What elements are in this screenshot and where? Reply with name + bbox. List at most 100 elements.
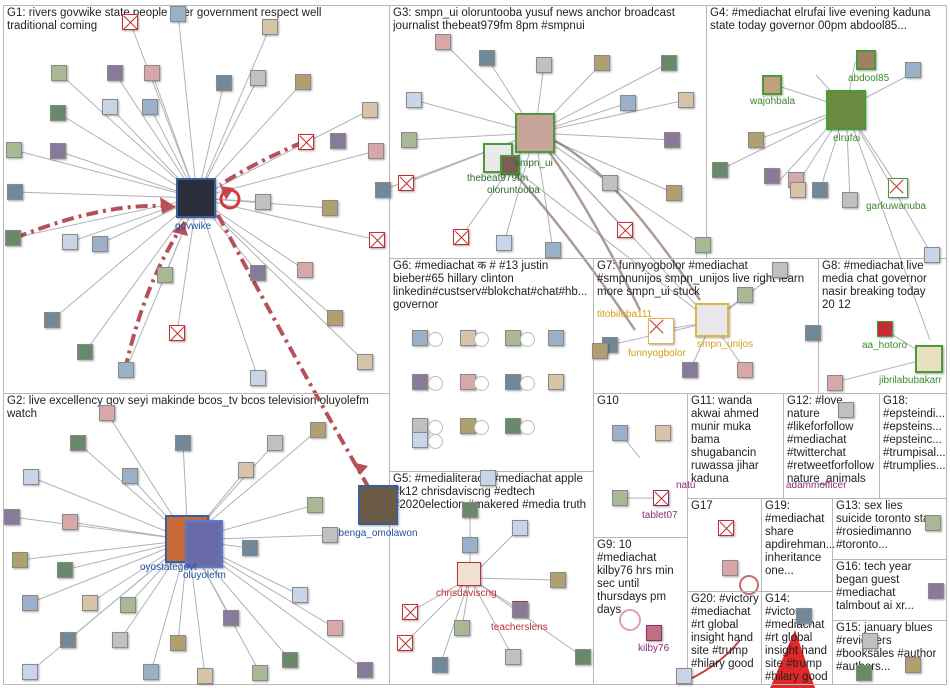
user-avatar-node[interactable] (238, 462, 254, 478)
user-avatar-node[interactable] (435, 34, 451, 50)
user-avatar-node[interactable] (664, 132, 680, 148)
user-avatar-node[interactable] (496, 235, 512, 251)
user-avatar-node[interactable] (925, 515, 941, 531)
chrisdaviscng-avatar[interactable] (457, 562, 481, 586)
user-avatar-node[interactable] (479, 50, 495, 66)
user-avatar-node[interactable] (862, 633, 878, 649)
user-avatar-node[interactable] (928, 583, 944, 599)
user-avatar-node[interactable] (50, 105, 66, 121)
abdool85-avatar[interactable] (856, 50, 876, 70)
user-avatar-node[interactable] (796, 608, 812, 624)
user-avatar-node[interactable] (722, 560, 738, 576)
user-avatar-node[interactable] (401, 132, 417, 148)
user-avatar-node[interactable] (250, 70, 266, 86)
user-avatar-node[interactable] (62, 514, 78, 530)
user-avatar-node[interactable] (676, 668, 692, 684)
user-avatar-node[interactable] (357, 354, 373, 370)
smpn-ui-avatar[interactable] (515, 113, 555, 153)
user-avatar-node[interactable] (250, 265, 266, 281)
user-avatar-node[interactable] (505, 374, 521, 390)
user-avatar-node[interactable] (60, 632, 76, 648)
wajohbala-avatar[interactable] (762, 75, 782, 95)
user-avatar-node[interactable] (118, 362, 134, 378)
user-avatar-node[interactable] (197, 668, 213, 684)
user-avatar-node[interactable] (678, 92, 694, 108)
jibril-avatar[interactable] (915, 345, 943, 373)
user-avatar-node[interactable] (454, 620, 470, 636)
user-avatar-node[interactable] (682, 362, 698, 378)
user-avatar-node[interactable] (122, 468, 138, 484)
user-avatar-node[interactable] (77, 344, 93, 360)
user-avatar-node[interactable] (575, 649, 591, 665)
user-avatar-node[interactable] (307, 497, 323, 513)
user-avatar-node[interactable] (327, 310, 343, 326)
user-avatar-node[interactable] (297, 262, 313, 278)
gbenga-avatar[interactable] (358, 485, 398, 525)
user-avatar-node[interactable] (157, 267, 173, 283)
user-avatar-node[interactable] (856, 665, 872, 681)
user-avatar-node[interactable] (462, 537, 478, 553)
user-avatar-node[interactable] (737, 362, 753, 378)
user-avatar-node[interactable] (432, 657, 448, 673)
user-avatar-node[interactable] (327, 620, 343, 636)
user-avatar-node[interactable] (842, 192, 858, 208)
user-avatar-node[interactable] (737, 287, 753, 303)
user-avatar-node[interactable] (223, 610, 239, 626)
user-avatar-node[interactable] (70, 435, 86, 451)
user-avatar-node[interactable] (512, 520, 528, 536)
user-avatar-node[interactable] (548, 330, 564, 346)
user-avatar-node[interactable] (120, 597, 136, 613)
user-avatar-node[interactable] (545, 242, 561, 258)
user-avatar-node[interactable] (169, 325, 185, 341)
user-avatar-node[interactable] (282, 652, 298, 668)
user-avatar-node[interactable] (250, 370, 266, 386)
user-avatar-node[interactable] (242, 540, 258, 556)
user-avatar-node[interactable] (369, 232, 385, 248)
user-avatar-node[interactable] (62, 234, 78, 250)
user-avatar-node[interactable] (661, 55, 677, 71)
user-avatar-node[interactable] (362, 102, 378, 118)
user-avatar-node[interactable] (666, 185, 682, 201)
user-avatar-node[interactable] (22, 595, 38, 611)
oloruntooba-avatar[interactable] (500, 155, 520, 175)
user-avatar-node[interactable] (838, 402, 854, 418)
user-avatar-node[interactable] (22, 664, 38, 680)
user-avatar-node[interactable] (398, 175, 414, 191)
user-avatar-node[interactable] (170, 635, 186, 651)
user-avatar-node[interactable] (790, 182, 806, 198)
user-avatar-node[interactable] (462, 502, 478, 518)
user-avatar-node[interactable] (262, 19, 278, 35)
user-avatar-node[interactable] (92, 236, 108, 252)
user-avatar-node[interactable] (718, 520, 734, 536)
user-avatar-node[interactable] (99, 405, 115, 421)
user-avatar-node[interactable] (322, 527, 338, 543)
user-avatar-node[interactable] (695, 237, 711, 253)
user-avatar-node[interactable] (712, 162, 728, 178)
user-avatar-node[interactable] (112, 632, 128, 648)
user-avatar-node[interactable] (905, 657, 921, 673)
user-avatar-node[interactable] (505, 418, 521, 434)
user-avatar-node[interactable] (144, 65, 160, 81)
user-avatar-node[interactable] (805, 325, 821, 341)
user-avatar-node[interactable] (550, 572, 566, 588)
user-avatar-node[interactable] (453, 229, 469, 245)
user-avatar-node[interactable] (592, 343, 608, 359)
user-avatar-node[interactable] (330, 133, 346, 149)
user-avatar-node[interactable] (44, 312, 60, 328)
tablet07-avatar[interactable] (653, 490, 669, 506)
user-avatar-node[interactable] (216, 75, 232, 91)
user-avatar-node[interactable] (142, 99, 158, 115)
user-avatar-node[interactable] (612, 425, 628, 441)
user-avatar-node[interactable] (107, 65, 123, 81)
user-avatar-node[interactable] (412, 374, 428, 390)
user-avatar-node[interactable] (924, 247, 940, 263)
user-avatar-node[interactable] (292, 587, 308, 603)
user-avatar-node[interactable] (57, 562, 73, 578)
user-avatar-node[interactable] (298, 134, 314, 150)
user-avatar-node[interactable] (12, 552, 28, 568)
user-avatar-node[interactable] (827, 375, 843, 391)
user-avatar-node[interactable] (4, 509, 20, 525)
user-avatar-node[interactable] (772, 262, 788, 278)
user-avatar-node[interactable] (480, 470, 496, 486)
user-avatar-node[interactable] (82, 595, 98, 611)
